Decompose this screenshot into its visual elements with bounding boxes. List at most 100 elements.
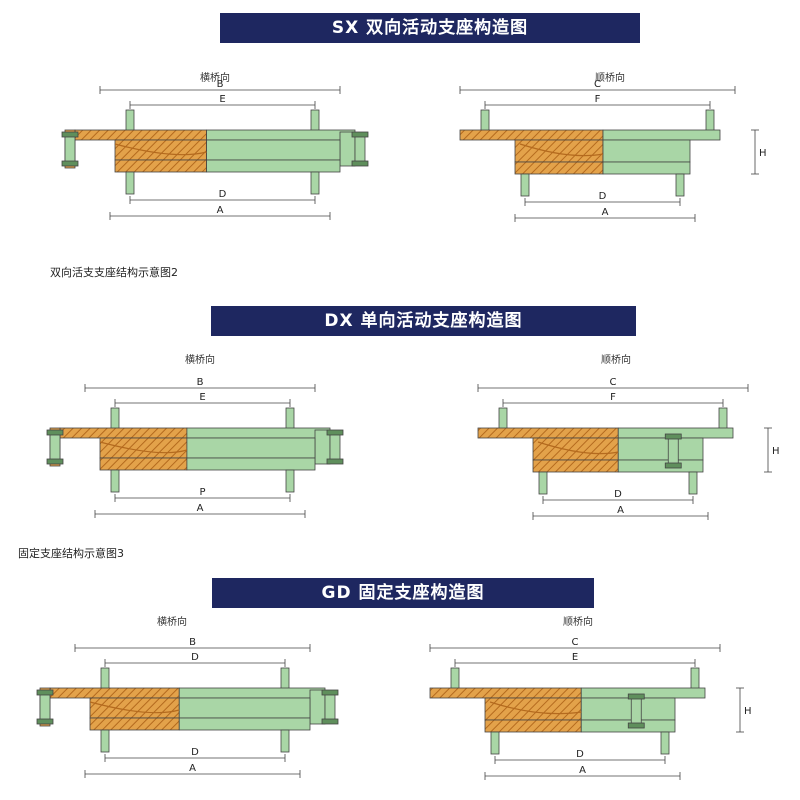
s1-right-dim-bottom1-label: D: [599, 191, 607, 202]
s1-left-anchor-top-right: [310, 109, 320, 133]
section-1-title: SX 双向活动支座构造图: [220, 13, 640, 43]
s2-left-bolt-left-shaft: [49, 431, 61, 463]
s2-left-dim-top2-label: E: [199, 392, 205, 403]
s1-right-bottom-plate-right: [602, 161, 691, 175]
s1-left-bolt-right-nut-top: [351, 131, 369, 138]
s1-right-top-plate-right: [602, 129, 721, 141]
s3-right-dim-bottom1-label: D: [576, 749, 584, 760]
s3-left-bolt-right-shaft: [324, 691, 336, 723]
s1-right-anchor-top-right: [705, 109, 715, 133]
s2-left-bolt-right-nut-top: [326, 429, 344, 436]
s2-left-top-plate-right: [186, 427, 331, 439]
s3-right-center-bolt-shaft: [630, 695, 642, 727]
s1-right-body-left: [514, 139, 604, 163]
s3-right-center-bolt-nut-top: [627, 693, 645, 700]
s3-right-bottom-plate-left: [484, 719, 582, 733]
s2-right-view-label: 顺桥向: [601, 355, 631, 366]
s1-left-top-plate-left: [74, 129, 208, 141]
s3-right-dim-top1-label: C: [572, 637, 579, 648]
s1-left-bottom-plate-left: [114, 159, 207, 173]
s3-left-anchor-bottom-right: [280, 729, 290, 753]
s1-left-anchor-top-left: [125, 109, 135, 133]
s3-left-bolt-right-nut-top: [321, 689, 339, 696]
s3-left-body-right: [178, 697, 311, 719]
s2-right-bottom-plate-left: [532, 459, 619, 473]
s2-left-bolt-left-nut-bottom: [46, 458, 64, 465]
s1-left-dim-top1-label: B: [217, 79, 224, 90]
s1-left-spherical-surface: [114, 143, 207, 156]
s3-left-bottom-plate-right: [178, 717, 311, 731]
s2-left-bolt-left-nut-top: [46, 429, 64, 436]
s1-left-dim-bottom2-label: A: [217, 205, 224, 216]
s1-left-body-left: [114, 139, 207, 161]
s3-left-dim-top2-label: D: [191, 652, 199, 663]
s2-left-anchor-top-left: [110, 407, 120, 431]
s1-right-top-plate-left: [459, 129, 604, 141]
s2-right-dim-bottom2-label: A: [617, 505, 624, 516]
s1-left-bolt-left-shaft: [64, 133, 76, 165]
s3-left-body-left: [89, 697, 180, 719]
s2-right-center-bolt-nut-bottom: [664, 462, 682, 469]
s3-right-top-plate-left: [429, 687, 582, 699]
s2-right-bottom-plate-right: [617, 459, 704, 473]
s3-left-anchor-top-right: [280, 667, 290, 691]
s2-right-center-bolt-nut-top: [664, 433, 682, 440]
s1-right-anchor-bottom-left: [520, 173, 530, 197]
s2-right-anchor-bottom-left: [538, 471, 548, 495]
s3-left-anchor-bottom-left: [100, 729, 110, 753]
s1-left-bolt-right-shaft: [354, 133, 366, 165]
s1-right-dim-top2-label: F: [595, 94, 601, 105]
s1-right-view-label: 顺桥向: [595, 73, 625, 84]
s3-right-anchor-bottom-right: [660, 731, 670, 755]
s1-right-bottom-plate-left: [514, 161, 604, 175]
s3-left-bolt-right-nut-bottom: [321, 718, 339, 725]
s3-right-anchor-top-left: [450, 667, 460, 691]
s3-left-bottom-plate-left: [89, 717, 180, 731]
s1-left-dim-top2-label: E: [219, 94, 225, 105]
s2-right-body-left: [532, 437, 619, 461]
s2-right-anchor-top-right: [718, 407, 728, 431]
s3-left-bolt-left-nut-top: [36, 689, 54, 696]
s3-left-top-plate-right: [178, 687, 326, 699]
s2-right-dim-bottom1-label: D: [614, 489, 622, 500]
s1-right-spherical-surface: [519, 143, 604, 157]
s2-left-bolt-right-nut-bottom: [326, 458, 344, 465]
s2-left-bottom-plate-right: [186, 457, 316, 471]
s3-right-view-label: 顺桥向: [563, 617, 593, 628]
s2-right-spherical-surface: [537, 441, 619, 455]
s2-right-anchor-top-left: [498, 407, 508, 431]
section-2-title: DX 单向活动支座构造图: [211, 306, 636, 336]
s2-left-view-label: 横桥向: [185, 355, 215, 366]
caption-2: 固定支座结构示意图3: [18, 547, 124, 560]
s2-right-top-plate-left: [477, 427, 619, 439]
s2-left-dim-bottom1-label: P: [199, 487, 205, 498]
s1-left-bolt-right-nut-bottom: [351, 160, 369, 167]
s1-left-bolt-left-nut-top: [61, 131, 79, 138]
s1-left-anchor-bottom-left: [125, 171, 135, 195]
s2-right-center-bolt-shaft: [667, 435, 679, 467]
s2-left-anchor-bottom-left: [110, 469, 120, 493]
s3-left-dim-bottom1-label: D: [191, 747, 199, 758]
s3-left-dim-top1-label: B: [189, 637, 196, 648]
s3-left-top-plate-left: [49, 687, 180, 699]
s1-left-body-right: [206, 139, 341, 161]
s3-right-body-left: [484, 697, 582, 721]
s2-left-anchor-bottom-right: [285, 469, 295, 493]
s1-right-body-right: [602, 139, 691, 163]
caption-1: 双向活支支座结构示意图2: [50, 266, 178, 279]
s1-left-top-plate-right: [206, 129, 356, 141]
s3-right-anchor-bottom-left: [490, 731, 500, 755]
s3-right-body-right: [580, 697, 676, 721]
s1-right-dim-bottom2-label: A: [602, 207, 609, 218]
s1-right-anchor-top-left: [480, 109, 490, 133]
s2-left-body-right: [186, 437, 316, 459]
s3-left-view-label: 横桥向: [157, 617, 187, 628]
s3-left-anchor-top-left: [100, 667, 110, 691]
s3-left-bolt-left-shaft: [39, 691, 51, 723]
s2-left-dim-bottom2-label: A: [197, 503, 204, 514]
s1-right-dim-side-label: H: [759, 148, 767, 159]
s2-left-bottom-plate-left: [99, 457, 188, 471]
s3-right-dim-top2-label: E: [572, 652, 578, 663]
s1-left-bottom-plate-right: [206, 159, 341, 173]
